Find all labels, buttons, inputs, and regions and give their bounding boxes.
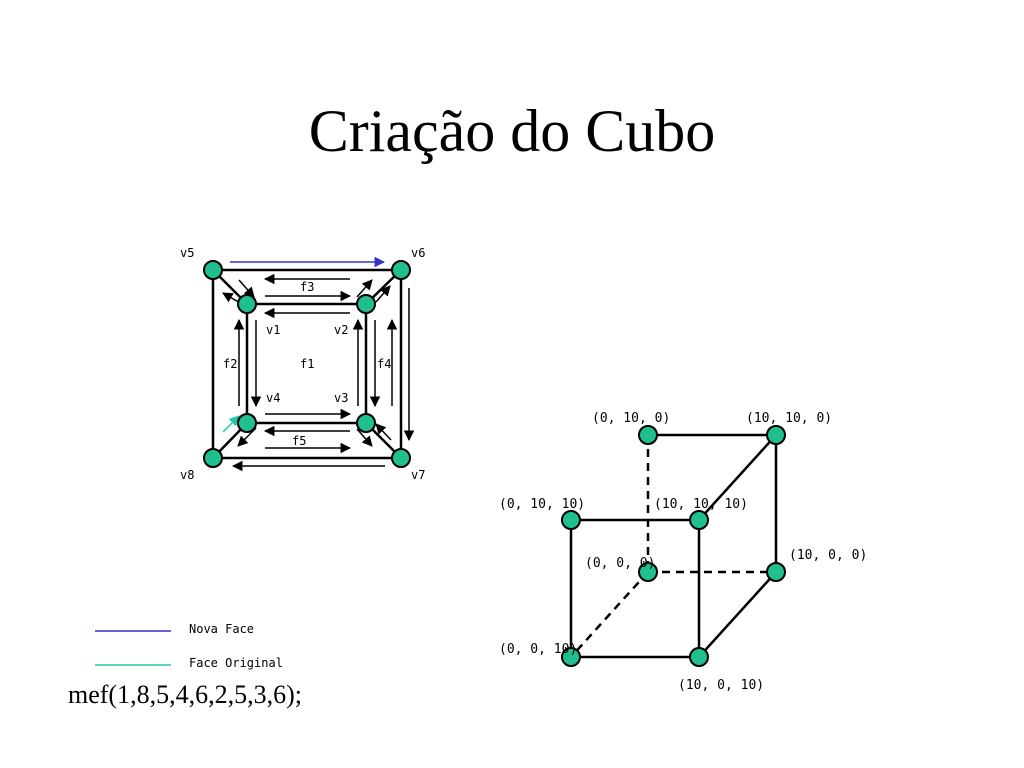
- cube-vertex-10-10-10: [689, 510, 709, 530]
- cube-vertex-10-0-0: [766, 562, 786, 582]
- label-v3: v3: [334, 391, 348, 405]
- vertex-v3: [356, 413, 376, 433]
- coord-0-10-10: (0, 10, 10): [499, 497, 585, 512]
- legend-label-face-original: Face Original: [189, 656, 283, 670]
- cube-vertices: [561, 425, 786, 667]
- left-vertices: [203, 260, 411, 468]
- vertex-v2: [356, 294, 376, 314]
- vertex-v1: [237, 294, 257, 314]
- label-f3: f3: [300, 280, 314, 294]
- label-f5: f5: [292, 434, 306, 448]
- cube-vertex-0-10-0: [638, 425, 658, 445]
- half-edge-arrows: [222, 273, 415, 472]
- legend-label-nova-face: Nova Face: [189, 622, 254, 636]
- label-v2: v2: [334, 323, 348, 337]
- label-v7: v7: [411, 468, 425, 482]
- vertex-v7: [391, 448, 411, 468]
- coord-10-10-10: (10, 10, 10): [654, 497, 748, 512]
- cube-hidden-edges: [570, 435, 776, 658]
- label-f4: f4: [377, 357, 391, 371]
- vertex-v4: [237, 413, 257, 433]
- label-v5: v5: [180, 246, 194, 260]
- label-f2: f2: [223, 357, 237, 371]
- coord-10-10-0: (10, 10, 0): [746, 411, 832, 426]
- label-v1: v1: [266, 323, 280, 337]
- cube-edges: [569, 433, 778, 659]
- vertex-v5: [203, 260, 223, 280]
- legend: Nova Face Face Original: [95, 622, 283, 670]
- label-v8: v8: [180, 468, 194, 482]
- coord-0-0-10: (0, 0, 10): [499, 642, 577, 657]
- coord-0-10-0: (0, 10, 0): [592, 411, 670, 426]
- coord-0-0-0: (0, 0, 0): [585, 556, 655, 571]
- vertex-v6: [391, 260, 411, 280]
- label-v4: v4: [266, 391, 280, 405]
- mef-code: mef(1,8,5,4,6,2,5,3,6);: [68, 680, 302, 709]
- face-original-arrow: [222, 415, 240, 433]
- label-f1: f1: [300, 357, 314, 371]
- slide-title: Criação do Cubo: [308, 98, 716, 164]
- coord-10-0-10: (10, 0, 10): [678, 678, 764, 693]
- cube-vertex-10-0-10: [689, 647, 709, 667]
- cube-vertex-0-10-10: [561, 510, 581, 530]
- cube-coord-labels: (0, 10, 0) (10, 10, 0) (0, 10, 10) (10, …: [499, 411, 867, 693]
- label-v6: v6: [411, 246, 425, 260]
- coord-10-0-0: (10, 0, 0): [789, 548, 867, 563]
- left-labels: v5 v6 v1 v2 v4 v3 v8 v7 f3 f2 f1 f4 f5: [180, 246, 425, 482]
- vertex-v8: [203, 448, 223, 468]
- cube-vertex-0-0-10: [561, 647, 581, 667]
- cube-vertex-10-10-0: [766, 425, 786, 445]
- cube-vertex-0-0-0: [638, 562, 658, 582]
